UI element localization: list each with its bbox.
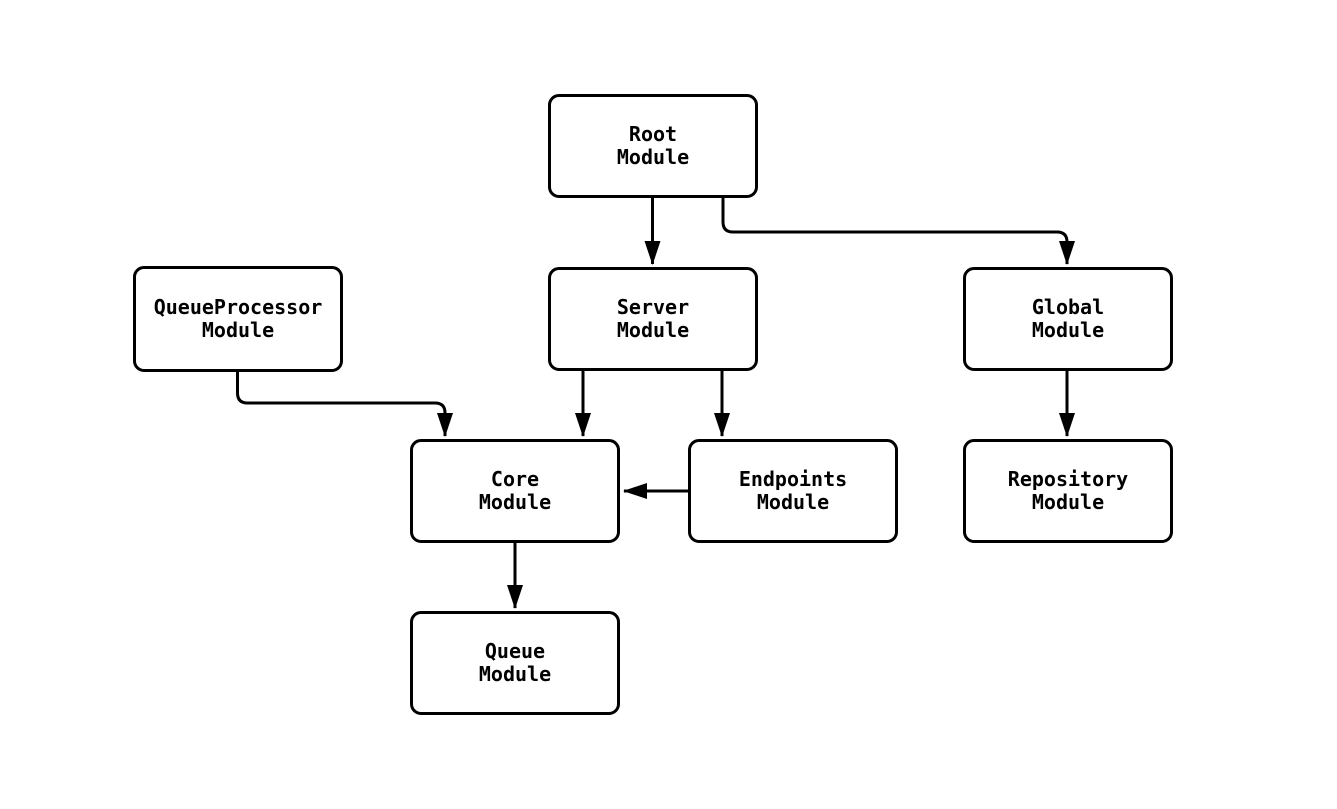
node-queueprocessor-module: QueueProcessor Module (133, 266, 343, 372)
node-root-module: Root Module (548, 94, 758, 198)
node-label: Global Module (1031, 295, 1105, 342)
node-core-module: Core Module (410, 439, 620, 543)
node-label: Root Module (616, 122, 690, 169)
node-endpoints-module: Endpoints Module (688, 439, 898, 543)
node-label: Server Module (616, 295, 690, 342)
edge-root-module-to-global-module (721, 198, 1075, 265)
node-global-module: Global Module (963, 267, 1173, 371)
node-queue-module: Queue Module (410, 611, 620, 715)
node-label: QueueProcessor Module (153, 295, 323, 342)
node-label: Queue Module (478, 639, 552, 686)
edge-queueprocessor-module-to-core-module (236, 372, 453, 437)
node-label: Core Module (478, 467, 552, 514)
node-label: Repository Module (1007, 467, 1129, 514)
node-repository-module: Repository Module (963, 439, 1173, 543)
node-label: Endpoints Module (738, 467, 848, 514)
node-server-module: Server Module (548, 267, 758, 371)
